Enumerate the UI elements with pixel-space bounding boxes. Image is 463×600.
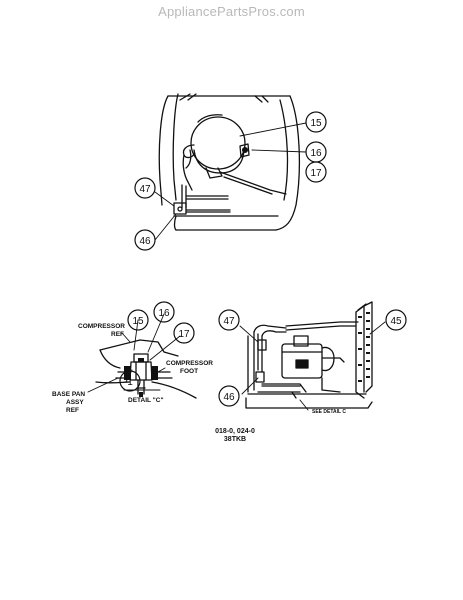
- condenser-fins: [358, 312, 370, 382]
- callout-1-detail: 1: [127, 377, 133, 388]
- model-caption-line1: 018-0, 024-0: [215, 428, 255, 435]
- detail-c-leader-lines: [87, 313, 181, 393]
- callout-15-top: 15: [310, 118, 322, 129]
- compressor-ref-label-2: REF: [111, 331, 124, 338]
- callout-16-top: 16: [310, 148, 322, 159]
- model-caption: 018-0, 024-0 38TKB: [180, 428, 290, 444]
- callout-46-top: 46: [139, 236, 151, 247]
- callout-circles: [119, 111, 407, 407]
- compressor-foot-label: COMPRESSOR: [166, 360, 213, 367]
- callout-46-right: 46: [223, 392, 235, 403]
- site-watermark: AppliancePartsPros.com: [158, 4, 305, 19]
- base-pan-label-3: REF: [66, 407, 79, 414]
- base-pan-label: BASE PAN: [52, 391, 85, 398]
- callout-17-detail: 17: [178, 329, 190, 340]
- detail-c-hatching: [124, 358, 158, 397]
- model-caption-line2: 38TKB: [223, 436, 247, 443]
- compressor-ref-label: COMPRESSOR: [78, 323, 125, 330]
- callout-15-detail: 15: [132, 316, 144, 327]
- detail-c-label: DETAIL "C": [128, 397, 164, 404]
- right-leader-lines: [239, 321, 386, 411]
- top-leader-lines: [154, 122, 307, 241]
- base-pan-label-2: ASSY: [66, 399, 84, 406]
- top-assembly-drawing: [158, 93, 301, 231]
- callout-47-top: 47: [139, 184, 151, 195]
- callout-47-right: 47: [223, 316, 235, 327]
- see-detail-label: SEE DETAIL C: [312, 409, 346, 415]
- right-assembly-drawing: [245, 301, 373, 409]
- callout-16-detail: 16: [158, 308, 170, 319]
- callout-45-right: 45: [390, 316, 402, 327]
- callout-17-top: 17: [310, 168, 322, 179]
- compressor-foot-label-2: FOOT: [180, 368, 198, 375]
